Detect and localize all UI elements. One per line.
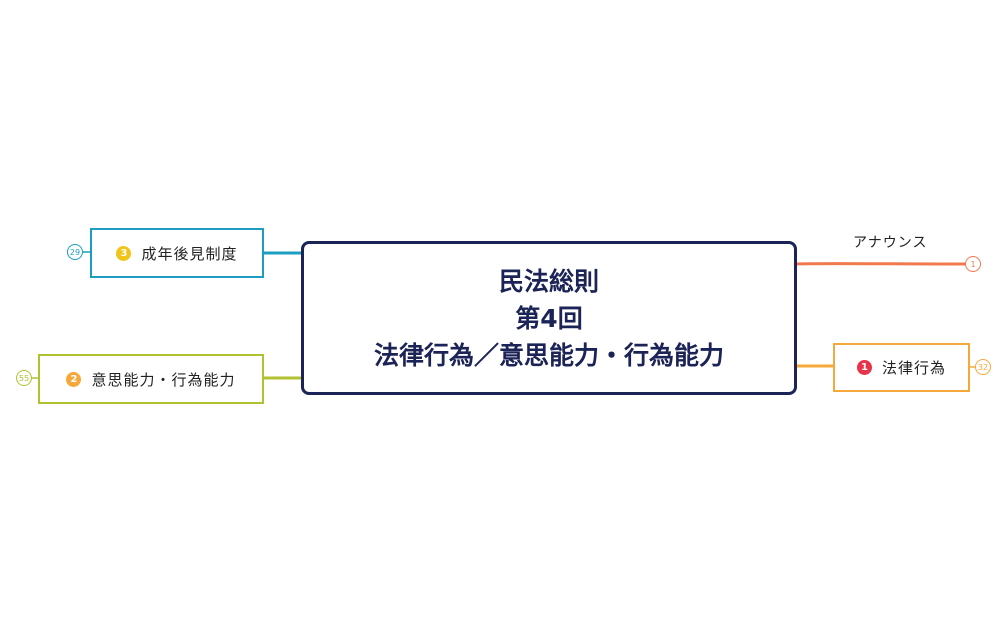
number-badge-1: 1: [856, 360, 872, 375]
topic-legal-act-label: 法律行為: [881, 359, 946, 377]
topic-legal-act[interactable]: 1 法律行為: [833, 343, 970, 392]
topic-guardianship-label: 成年後見制度: [141, 244, 238, 263]
central-topic[interactable]: 民法総則 第4回 法律行為／意思能力・行為能力: [301, 241, 797, 395]
topic-mental-capacity[interactable]: 2 意思能力・行為能力: [38, 354, 264, 404]
topic-guardianship[interactable]: 3 成年後見制度: [90, 228, 264, 278]
topic-announce-count-badge[interactable]: 1: [965, 256, 981, 272]
topic-mental-capacity-label: 意思能力・行為能力: [91, 370, 236, 389]
topic-legal-act-count-badge[interactable]: 32: [975, 359, 991, 375]
topic-announce-label[interactable]: アナウンス: [853, 235, 928, 251]
number-badge-2: 2: [66, 371, 82, 387]
topic-guardianship-count-badge[interactable]: 29: [67, 244, 83, 260]
central-topic-line3: 法律行為／意思能力・行為能力: [373, 340, 724, 370]
number-badge-3: 3: [116, 245, 132, 261]
central-topic-line2: 第4回: [515, 303, 583, 333]
topic-mental-capacity-count-badge[interactable]: 55: [16, 370, 32, 386]
central-topic-line1: 民法総則: [498, 266, 599, 296]
